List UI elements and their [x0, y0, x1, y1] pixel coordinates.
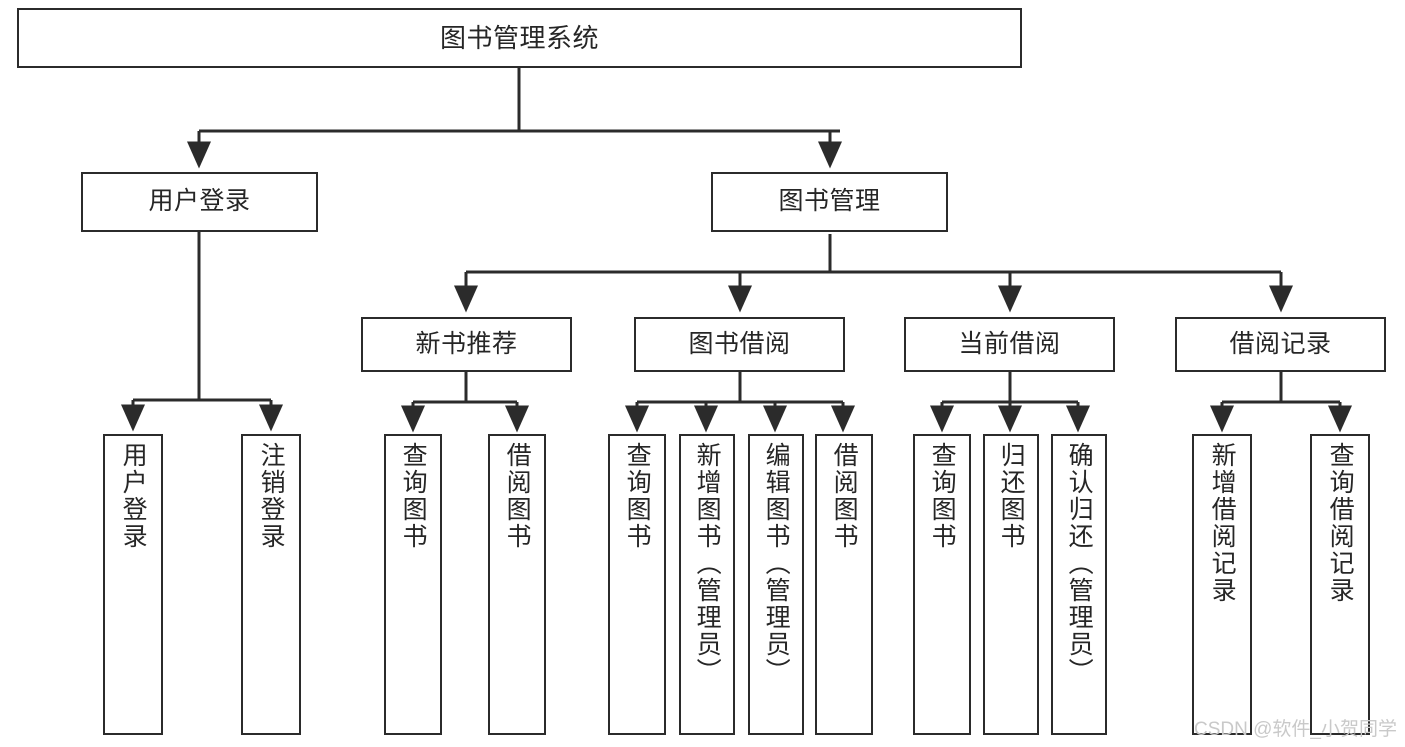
node-label: 借阅图书: [503, 442, 532, 550]
leaf-add-borrow-record[interactable]: 新增借阅记录: [1192, 434, 1252, 735]
node-label: 编辑图书（管理员）: [762, 442, 791, 685]
watermark-text: CSDN @软件_小贺同学: [1194, 719, 1397, 740]
leaf-edit-book-admin[interactable]: 编辑图书（管理员）: [748, 434, 804, 735]
node-label: 图书管理系统: [439, 22, 599, 53]
leaf-logout-login[interactable]: 注销登录: [241, 434, 301, 735]
node-label: 注销登录: [257, 442, 286, 550]
node-label: 归还图书: [997, 442, 1026, 550]
node-new-book-recommend[interactable]: 新书推荐: [361, 317, 572, 372]
leaf-query-book-current[interactable]: 查询图书: [913, 434, 971, 735]
node-root-book-management-system[interactable]: 图书管理系统: [17, 8, 1022, 68]
leaf-confirm-return-admin[interactable]: 确认归还（管理员）: [1051, 434, 1107, 735]
node-user-login[interactable]: 用户登录: [81, 172, 318, 232]
node-label: 新书推荐: [415, 329, 518, 358]
leaf-query-borrow-record[interactable]: 查询借阅记录: [1310, 434, 1370, 735]
node-label: 新增图书（管理员）: [693, 442, 722, 685]
node-label: 图书管理: [778, 187, 881, 216]
node-label: 查询图书: [623, 442, 652, 550]
leaf-user-login[interactable]: 用户登录: [103, 434, 163, 735]
node-label: 借阅图书: [830, 442, 859, 550]
node-book-management[interactable]: 图书管理: [711, 172, 948, 232]
node-current-borrow[interactable]: 当前借阅: [904, 317, 1115, 372]
node-label: 查询图书: [399, 442, 428, 550]
node-label: 新增借阅记录: [1208, 442, 1237, 604]
leaf-add-book-admin[interactable]: 新增图书（管理员）: [679, 434, 735, 735]
node-label: 当前借阅: [958, 329, 1061, 358]
node-borrow-record[interactable]: 借阅记录: [1175, 317, 1386, 372]
node-label: 图书借阅: [688, 329, 791, 358]
leaf-query-book-recommend[interactable]: 查询图书: [384, 434, 442, 735]
node-label: 查询借阅记录: [1326, 442, 1355, 604]
leaf-query-book-borrow[interactable]: 查询图书: [608, 434, 666, 735]
node-label: 查询图书: [928, 442, 957, 550]
node-label: 用户登录: [148, 187, 251, 216]
leaf-return-book[interactable]: 归还图书: [983, 434, 1039, 735]
leaf-borrow-book-recommend[interactable]: 借阅图书: [488, 434, 546, 735]
node-book-borrow[interactable]: 图书借阅: [634, 317, 845, 372]
node-label: 用户登录: [119, 442, 148, 550]
node-label: 确认归还（管理员）: [1065, 442, 1094, 685]
leaf-borrow-book[interactable]: 借阅图书: [815, 434, 873, 735]
node-label: 借阅记录: [1229, 329, 1332, 358]
